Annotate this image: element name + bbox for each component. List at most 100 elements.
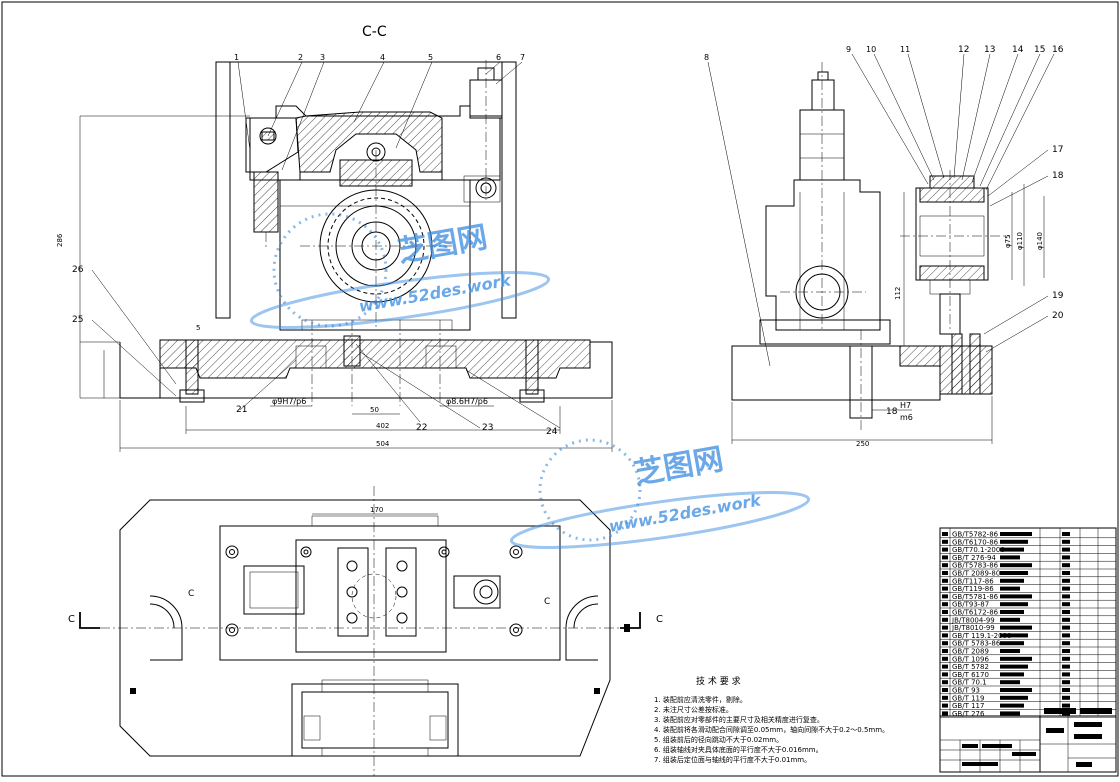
- bom-row-number: [942, 695, 948, 700]
- bom-row-number: [942, 586, 948, 591]
- dim-dia-c: φ140: [1036, 232, 1044, 250]
- bom-row-code: JB/T8010-99: [951, 624, 995, 632]
- bom-row-name: [1000, 594, 1032, 599]
- side-view: 250 112 φ75 φ110 φ140 18 H7 m6: [704, 45, 1064, 448]
- part-label: 24: [546, 427, 558, 437]
- bom-row-code: GB/T 117: [952, 702, 984, 710]
- bom-row-number: [942, 633, 948, 638]
- bom-row-name: [1000, 649, 1020, 653]
- front-section-view: C-C: [56, 24, 613, 452]
- part-label: 11: [900, 45, 910, 54]
- bom-row-number: [942, 641, 948, 646]
- bom-row-name: [1000, 610, 1024, 614]
- bom-row-name: [1000, 625, 1032, 630]
- watermark-cn-top: 芝图网: [395, 220, 490, 270]
- cut-label-inner-left: C: [188, 589, 194, 599]
- side-part-labels: 8 9 10 11 12 13 14 15 16 17 18 19 20: [704, 45, 1064, 321]
- fit-m6: m6: [900, 413, 913, 422]
- part-label: 9: [846, 45, 851, 54]
- part-label: 1: [234, 53, 239, 62]
- bom-row-qty: [1062, 672, 1070, 677]
- dim-width-170: 170: [370, 506, 383, 514]
- bom-row-number: [942, 555, 948, 560]
- bom-row-code: GB/T5782-86: [952, 531, 999, 539]
- part-label: 2: [298, 53, 303, 62]
- bom-row-name: [1000, 602, 1028, 607]
- bom-row-name: [1000, 555, 1020, 560]
- watermark-cn-bottom: 芝图网: [631, 442, 726, 492]
- dim-height: 286: [56, 233, 64, 247]
- part-label: 20: [1052, 311, 1064, 321]
- bom-row-code: GB/T 5783-86: [952, 640, 1001, 648]
- bom-row-qty: [1062, 571, 1070, 575]
- bom-row-qty: [1062, 680, 1070, 685]
- bom-row-qty: [1062, 547, 1070, 552]
- part-label: 26: [72, 265, 84, 275]
- bom-row-number: [942, 711, 948, 716]
- bom-row-name: [1000, 578, 1024, 583]
- bom-row-number: [942, 610, 948, 614]
- bom-row-name: [1000, 672, 1024, 677]
- part-label: 23: [482, 423, 493, 433]
- bom-row-number: [942, 547, 948, 552]
- bom-row-code: GB/T117-86: [952, 577, 994, 585]
- bom-row-name: [1000, 680, 1020, 685]
- tech-line-7: 7. 组装后定位面与轴线的平行度不大于0.01mm。: [654, 755, 811, 764]
- bom-row-code: GB/T 276: [952, 710, 985, 718]
- part-label: 6: [496, 53, 501, 62]
- part-label: 13: [984, 45, 995, 55]
- part-label: 10: [866, 45, 876, 54]
- bom-row-qty: [1062, 586, 1070, 591]
- bom-row-code: GB/T 5782: [952, 663, 989, 671]
- bom-row-number: [942, 539, 948, 544]
- tech-line-1: 1. 装配前应清洗零件，剔除。: [654, 695, 747, 704]
- bom-row-qty: [1062, 617, 1070, 622]
- part-label: 17: [1052, 145, 1063, 155]
- bom-row-qty: [1062, 656, 1070, 661]
- part-label: 7: [520, 53, 525, 62]
- bom-row-code: GB/T5781-86: [952, 593, 999, 601]
- tech-heading: 技 术 要 求: [696, 675, 741, 687]
- bom-row-qty: [1062, 594, 1070, 599]
- part-label: 15: [1034, 45, 1045, 55]
- bom-row-number: [942, 680, 948, 685]
- part-label: 21: [236, 405, 247, 415]
- bom-row-code: GB/T5783-86: [952, 562, 999, 570]
- technical-requirements: 技 术 要 求 1. 装配前应清洗零件，剔除。 2. 未注尺寸公差按标准。 3.…: [654, 675, 889, 764]
- bom-row-code: GB/T70.1-2000: [952, 546, 1005, 554]
- bom-row-code: GB/T 1096: [952, 655, 989, 663]
- tech-line-4: 4. 装配前将各滑动配合间隙调至0.05mm，轴向间隙不大于0.2～0.5mm。: [654, 725, 889, 734]
- bom-row-name: [1000, 711, 1020, 716]
- bom-row-name: [1000, 586, 1020, 591]
- bom-row-number: [942, 688, 948, 692]
- fit-h7: H7: [900, 401, 911, 410]
- parts-list: GB/T5782-86GB/T6170-86GB/T70.1-2000GB/T …: [939, 527, 1117, 773]
- bom-row-code: GB/T 119.1-2000: [952, 632, 1011, 640]
- part-label: 19: [1052, 291, 1064, 301]
- bom-row-code: GB/T 6170: [952, 671, 989, 679]
- part-label: 18: [1052, 171, 1064, 181]
- bom-row-code: GB/T 2089: [952, 648, 989, 656]
- bom-row-qty: [1062, 649, 1070, 653]
- part-label: 5: [196, 324, 200, 332]
- bom-row-qty: [1062, 688, 1070, 692]
- bom-row-name: [1000, 688, 1032, 692]
- bom-row-code: GB/T 93: [952, 687, 980, 695]
- bom-row-number: [942, 664, 948, 669]
- bom-row-code: GB/T6170-86: [952, 538, 999, 546]
- bom-row-name: [1000, 633, 1028, 638]
- bom-row-code: GB/T93-87: [952, 601, 989, 609]
- bom-row-number: [942, 571, 948, 575]
- watermark-bottom: 芝图网 www.52des.work: [509, 438, 811, 549]
- fit-18: 18: [886, 407, 898, 417]
- bom-row-name: [1000, 539, 1028, 544]
- part-label: 8: [704, 53, 709, 62]
- dim-span-50: 50: [370, 406, 379, 414]
- bom-row-qty: [1062, 610, 1070, 614]
- fit-right: φ8.6H7/p6: [446, 397, 488, 406]
- part-label: 16: [1052, 45, 1064, 55]
- cut-label-right: C: [656, 614, 663, 625]
- bom-row-name: [1000, 563, 1032, 568]
